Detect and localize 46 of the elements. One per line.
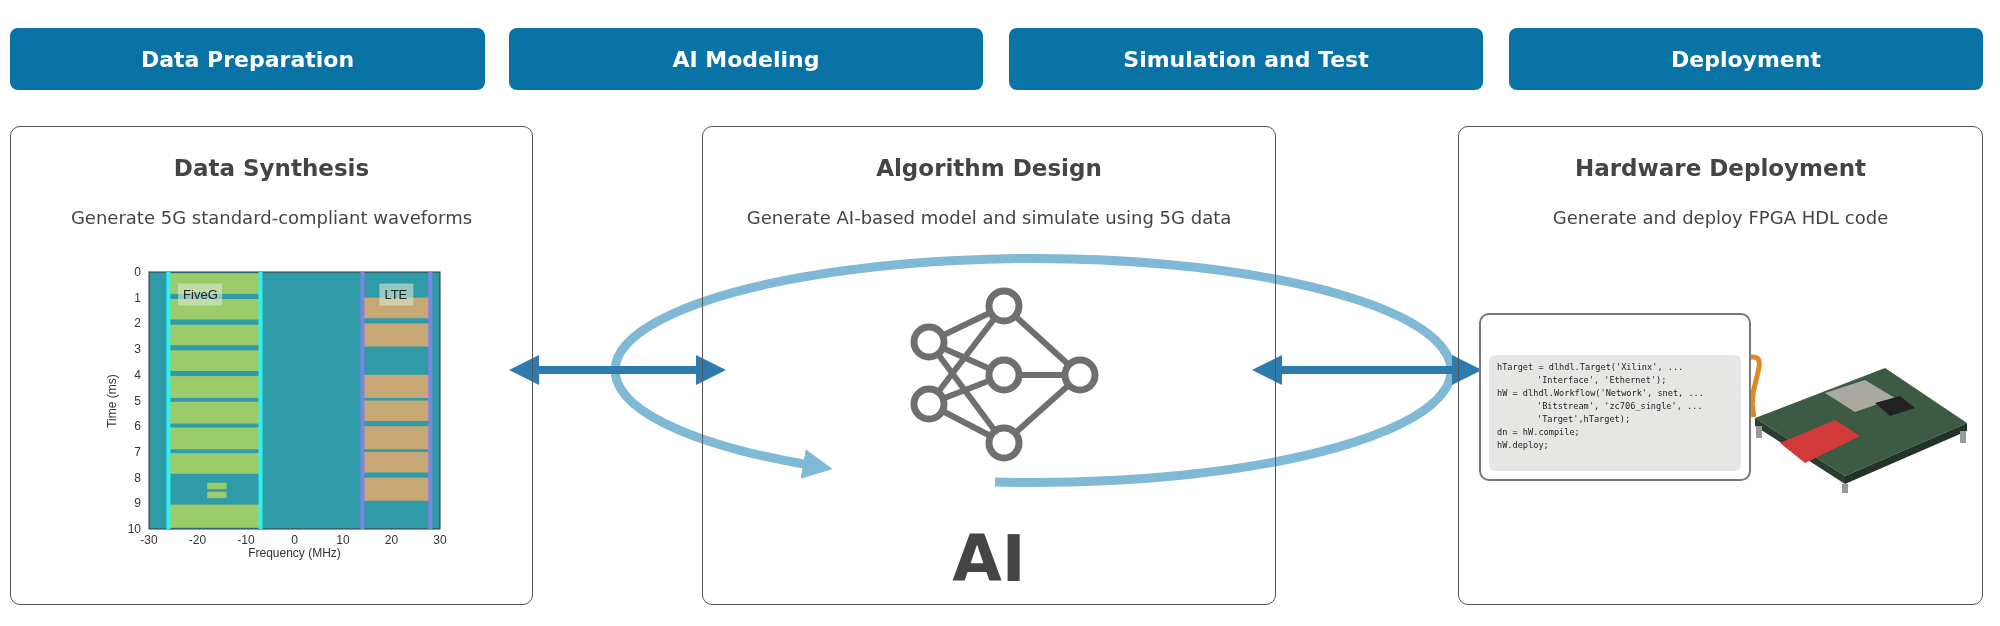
tick-label: 5 — [134, 393, 141, 408]
stage-banner: Simulation and Test — [1009, 28, 1483, 90]
tick-label: 0 — [291, 533, 298, 547]
card-title: Data Synthesis — [172, 155, 371, 181]
code-line: hW.deploy; — [1497, 440, 1549, 450]
stage-card — [702, 126, 1276, 605]
cable — [1749, 354, 1762, 418]
band-label: LTE — [384, 286, 408, 302]
code-line: 'Interface', 'Ethernet'); — [1537, 375, 1667, 385]
tick-label: -10 — [237, 533, 255, 547]
tick-label: 1 — [134, 290, 141, 305]
code-line: hTarget = dlhdl.Target('Xilinx', ... — [1497, 362, 1684, 372]
tick-label: -30 — [140, 533, 158, 547]
tick-label: 8 — [134, 470, 141, 485]
double-arrow — [509, 355, 726, 385]
card-title: Hardware Deployment — [1573, 155, 1868, 181]
card-title: Algorithm Design — [875, 155, 1103, 181]
code-line: dn = hW.compile; — [1497, 427, 1580, 437]
tick-label: 0 — [134, 265, 141, 279]
ai-label: AI — [951, 522, 1027, 596]
tick-label: 6 — [134, 419, 141, 434]
code-line: 'Target',hTarget); — [1537, 414, 1631, 424]
tick-label: 4 — [134, 367, 141, 382]
tick-label: -20 — [188, 533, 207, 547]
tick-label: 10 — [336, 533, 350, 547]
tick-label: 9 — [134, 496, 141, 511]
code-panel — [1479, 313, 1751, 481]
code-line: hW = dlhdl.Workflow('Network', snet, ... — [1497, 388, 1704, 398]
axis-title: Time (ms) — [105, 373, 119, 428]
card-subtitle: Generate and deploy FPGA HDL code — [1551, 207, 1890, 228]
stage-banner: Deployment — [1509, 28, 1983, 90]
tick-label: 2 — [134, 316, 141, 331]
card-subtitle: Generate AI-based model and simulate using 5G data — [745, 207, 1233, 228]
stage-card — [10, 126, 533, 605]
band-label: FiveG — [183, 286, 218, 302]
axis-title: Frequency (MHz) — [248, 546, 341, 560]
tick-label: 20 — [384, 533, 399, 547]
code-line: 'Bitstream', 'zc706_single', ... — [1537, 401, 1703, 411]
tick-label: 7 — [134, 444, 141, 459]
stage-card — [1458, 126, 1983, 605]
tick-label: 3 — [134, 342, 141, 357]
stage-banner: AI Modeling — [509, 28, 983, 90]
card-subtitle: Generate 5G standard-compliant waveforms — [69, 207, 474, 228]
tick-label: 30 — [433, 533, 447, 547]
stage-banner: Data Preparation — [10, 28, 485, 90]
tick-label: 10 — [127, 522, 141, 536]
